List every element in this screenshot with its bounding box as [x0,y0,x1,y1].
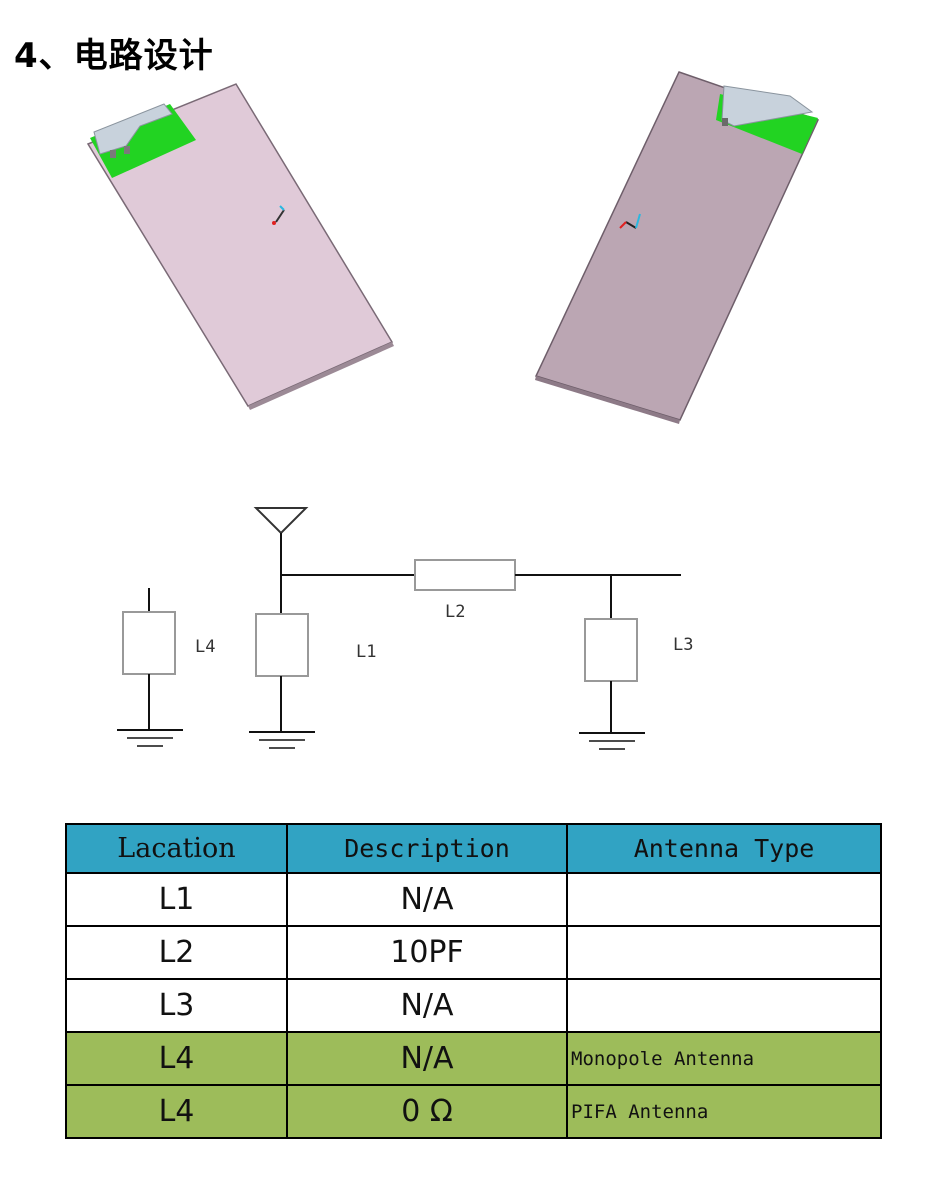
antenna-symbol [253,507,309,535]
l4-component [122,611,176,675]
cell-antenna-type: Monopole Antenna [566,1031,882,1086]
table-row: L1 N/A [65,872,882,927]
cell-description: 10PF [286,925,568,980]
left-antenna-patch [90,104,196,178]
antenna-renders [86,71,820,424]
cell-description: N/A [286,872,568,927]
cell-location: L4 [65,1084,288,1139]
left-axis-marker [272,205,285,225]
table-row-highlighted: L4 0 Ω PIFA Antenna [65,1084,882,1139]
label-l3: L3 [673,635,693,655]
table-row-highlighted: L4 N/A Monopole Antenna [65,1031,882,1086]
cell-location: L4 [65,1031,288,1086]
l3-component [584,618,638,682]
right-axis-marker [619,213,641,229]
header-antenna-type: Antenna Type [566,823,882,874]
label-l2: L2 [445,602,465,622]
table-header-row: Lacation Description Antenna Type [65,823,882,874]
section-heading: 4、电路设计 [14,36,214,76]
cell-antenna-type [566,872,882,927]
cell-antenna-type [566,978,882,1033]
table-row: L2 10PF [65,925,882,980]
cell-location: L3 [65,978,288,1033]
component-table: Lacation Description Antenna Type L1 N/A… [65,823,882,1139]
right-board-render [534,71,820,424]
cell-description: 0 Ω [286,1084,568,1139]
l1-component [255,613,309,677]
circuit-schematic: L4 L1 L2 L3 [117,507,693,750]
label-l1: L1 [356,642,376,662]
cell-location: L1 [65,872,288,927]
left-board-render [86,83,394,410]
cell-description: N/A [286,978,568,1033]
header-location: Lacation [65,823,288,874]
header-description: Description [286,823,568,874]
table-row: L3 N/A [65,978,882,1033]
l2-component [414,559,516,591]
cell-description: N/A [286,1031,568,1086]
cell-antenna-type [566,925,882,980]
cell-antenna-type: PIFA Antenna [566,1084,882,1139]
cell-location: L2 [65,925,288,980]
label-l4: L4 [195,637,215,657]
